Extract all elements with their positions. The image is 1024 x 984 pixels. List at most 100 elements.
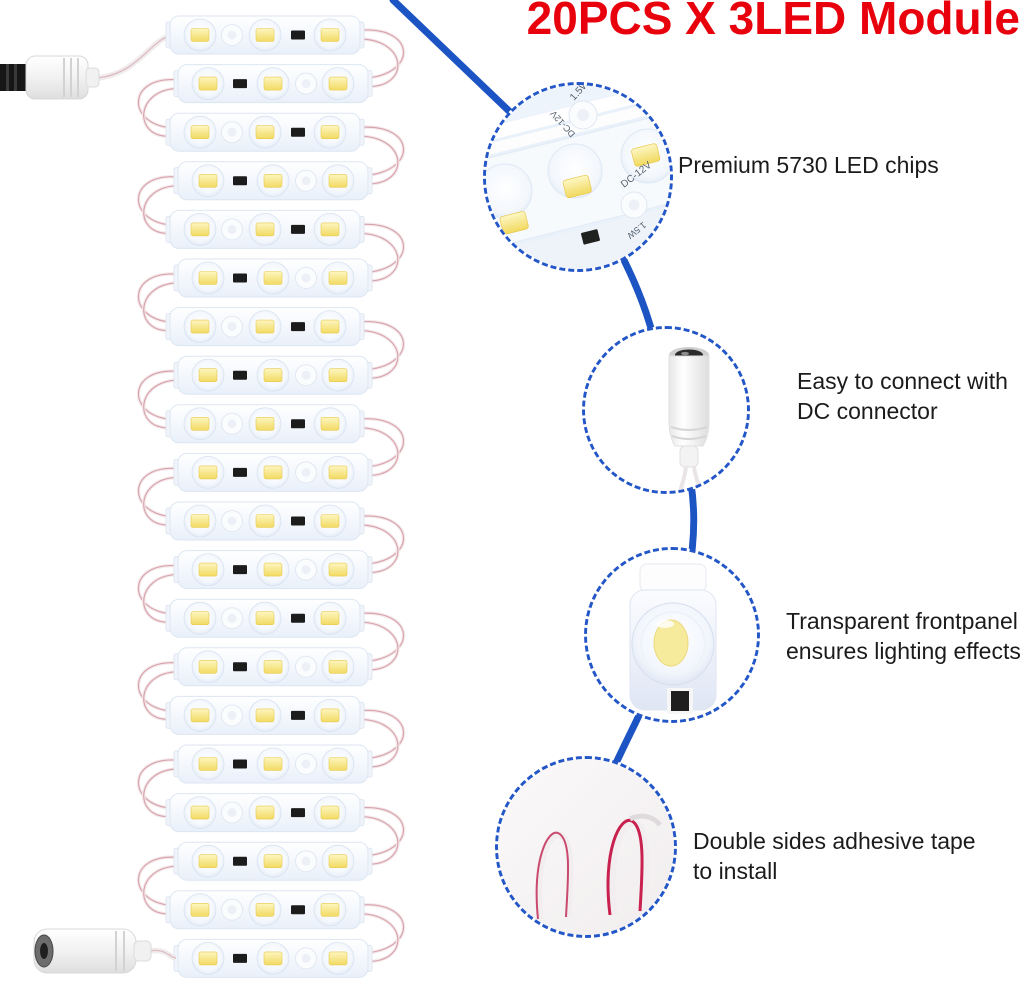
led-chip [320, 708, 340, 723]
led-chip [255, 222, 275, 237]
resistor [233, 856, 247, 866]
label-led-chips: Premium 5730 LED chips [678, 152, 939, 178]
wire-loop [362, 319, 406, 380]
led-module [173, 744, 373, 784]
resistor [233, 759, 247, 769]
led-module [173, 161, 373, 201]
led-chip [320, 902, 340, 917]
led-module [165, 209, 365, 249]
led-chip [190, 416, 210, 431]
led-chip [328, 951, 348, 966]
led-chip [255, 805, 275, 820]
led-chip [198, 757, 218, 771]
led-chip [263, 368, 283, 383]
led-chip [190, 319, 210, 334]
modules-layer [165, 15, 373, 978]
wire-loop [362, 903, 406, 964]
wires-layer [136, 28, 406, 964]
led-chip [190, 611, 210, 626]
led-module [165, 112, 365, 152]
led-chip [328, 368, 348, 383]
resistor [291, 613, 305, 623]
resistor [291, 905, 305, 915]
led-chip [320, 28, 340, 42]
wire-loop [136, 175, 176, 236]
resistor [233, 662, 247, 672]
led-chip [320, 514, 340, 528]
wire-loop [362, 514, 406, 575]
callout-circle-adhesive-tape [495, 756, 677, 938]
led-chip [263, 562, 283, 577]
resistor [233, 565, 247, 575]
wire-loop [136, 466, 176, 527]
led-module [173, 938, 373, 978]
wire-loop [362, 222, 406, 283]
led-module [173, 550, 373, 590]
callout-circle-front-panel [584, 547, 760, 723]
led-chip [320, 611, 340, 626]
wire-loop [136, 855, 176, 916]
resistor [233, 370, 247, 380]
led-module [165, 15, 365, 55]
wire-loop [136, 272, 176, 333]
led-chip [198, 465, 218, 480]
led-chip [255, 514, 275, 528]
wire-loop [362, 28, 406, 89]
led-module [173, 355, 373, 395]
led-chip [198, 76, 218, 91]
callout-circle-led-chips: 1.5W DC-12V DC-12V 1.5W [483, 82, 673, 272]
wire-loop [362, 125, 406, 186]
led-chip [255, 416, 275, 431]
led-module [165, 793, 365, 833]
led-module [165, 501, 365, 541]
led-chip [320, 222, 340, 237]
label-front-panel: Transparent frontpanel ensures lighting … [786, 608, 1021, 664]
led-chip [198, 271, 218, 285]
led-chip [320, 319, 340, 334]
front-panel-photo [587, 550, 757, 720]
resistor [291, 30, 305, 40]
wire-loop [136, 661, 176, 722]
resistor [233, 467, 247, 477]
led-chip [190, 125, 210, 139]
dc-plug-male [0, 32, 173, 100]
connector-line-path [389, 0, 698, 851]
led-module [165, 404, 365, 444]
led-chip [190, 514, 210, 528]
led-chip [190, 708, 210, 723]
led-module [165, 307, 365, 347]
led-chip [255, 319, 275, 334]
wire-loop [362, 417, 406, 478]
led-chip [328, 659, 348, 674]
led-chain-svg [0, 15, 406, 978]
led-module [165, 695, 365, 735]
led-chip [328, 76, 348, 91]
led-chip [198, 562, 218, 577]
led-chip [263, 465, 283, 480]
led-module [173, 64, 373, 104]
led-module [173, 258, 373, 298]
resistor [291, 322, 305, 332]
resistor [291, 127, 305, 137]
resistor [291, 710, 305, 720]
led-chip [263, 854, 283, 869]
resistor [233, 176, 247, 186]
led-chip [263, 659, 283, 674]
led-chip [320, 416, 340, 431]
led-chip [255, 28, 275, 42]
page-title: 20PCS X 3LED Module [526, 0, 1020, 44]
label-adhesive-tape: Double sides adhesive tape to install [693, 828, 976, 884]
resistor [291, 516, 305, 526]
wire-loop [136, 758, 176, 819]
wire-loop [136, 77, 176, 138]
led-chip [255, 902, 275, 917]
led-chips-photo: 1.5W DC-12V DC-12V 1.5W [486, 85, 670, 269]
resistor [233, 273, 247, 283]
led-chip [263, 757, 283, 771]
resistor [291, 224, 305, 234]
led-chip [255, 611, 275, 626]
led-chip [190, 805, 210, 820]
label-dc-connector: Easy to connect with DC connector [797, 368, 1008, 424]
callout-circle-dc-connector [582, 326, 750, 494]
